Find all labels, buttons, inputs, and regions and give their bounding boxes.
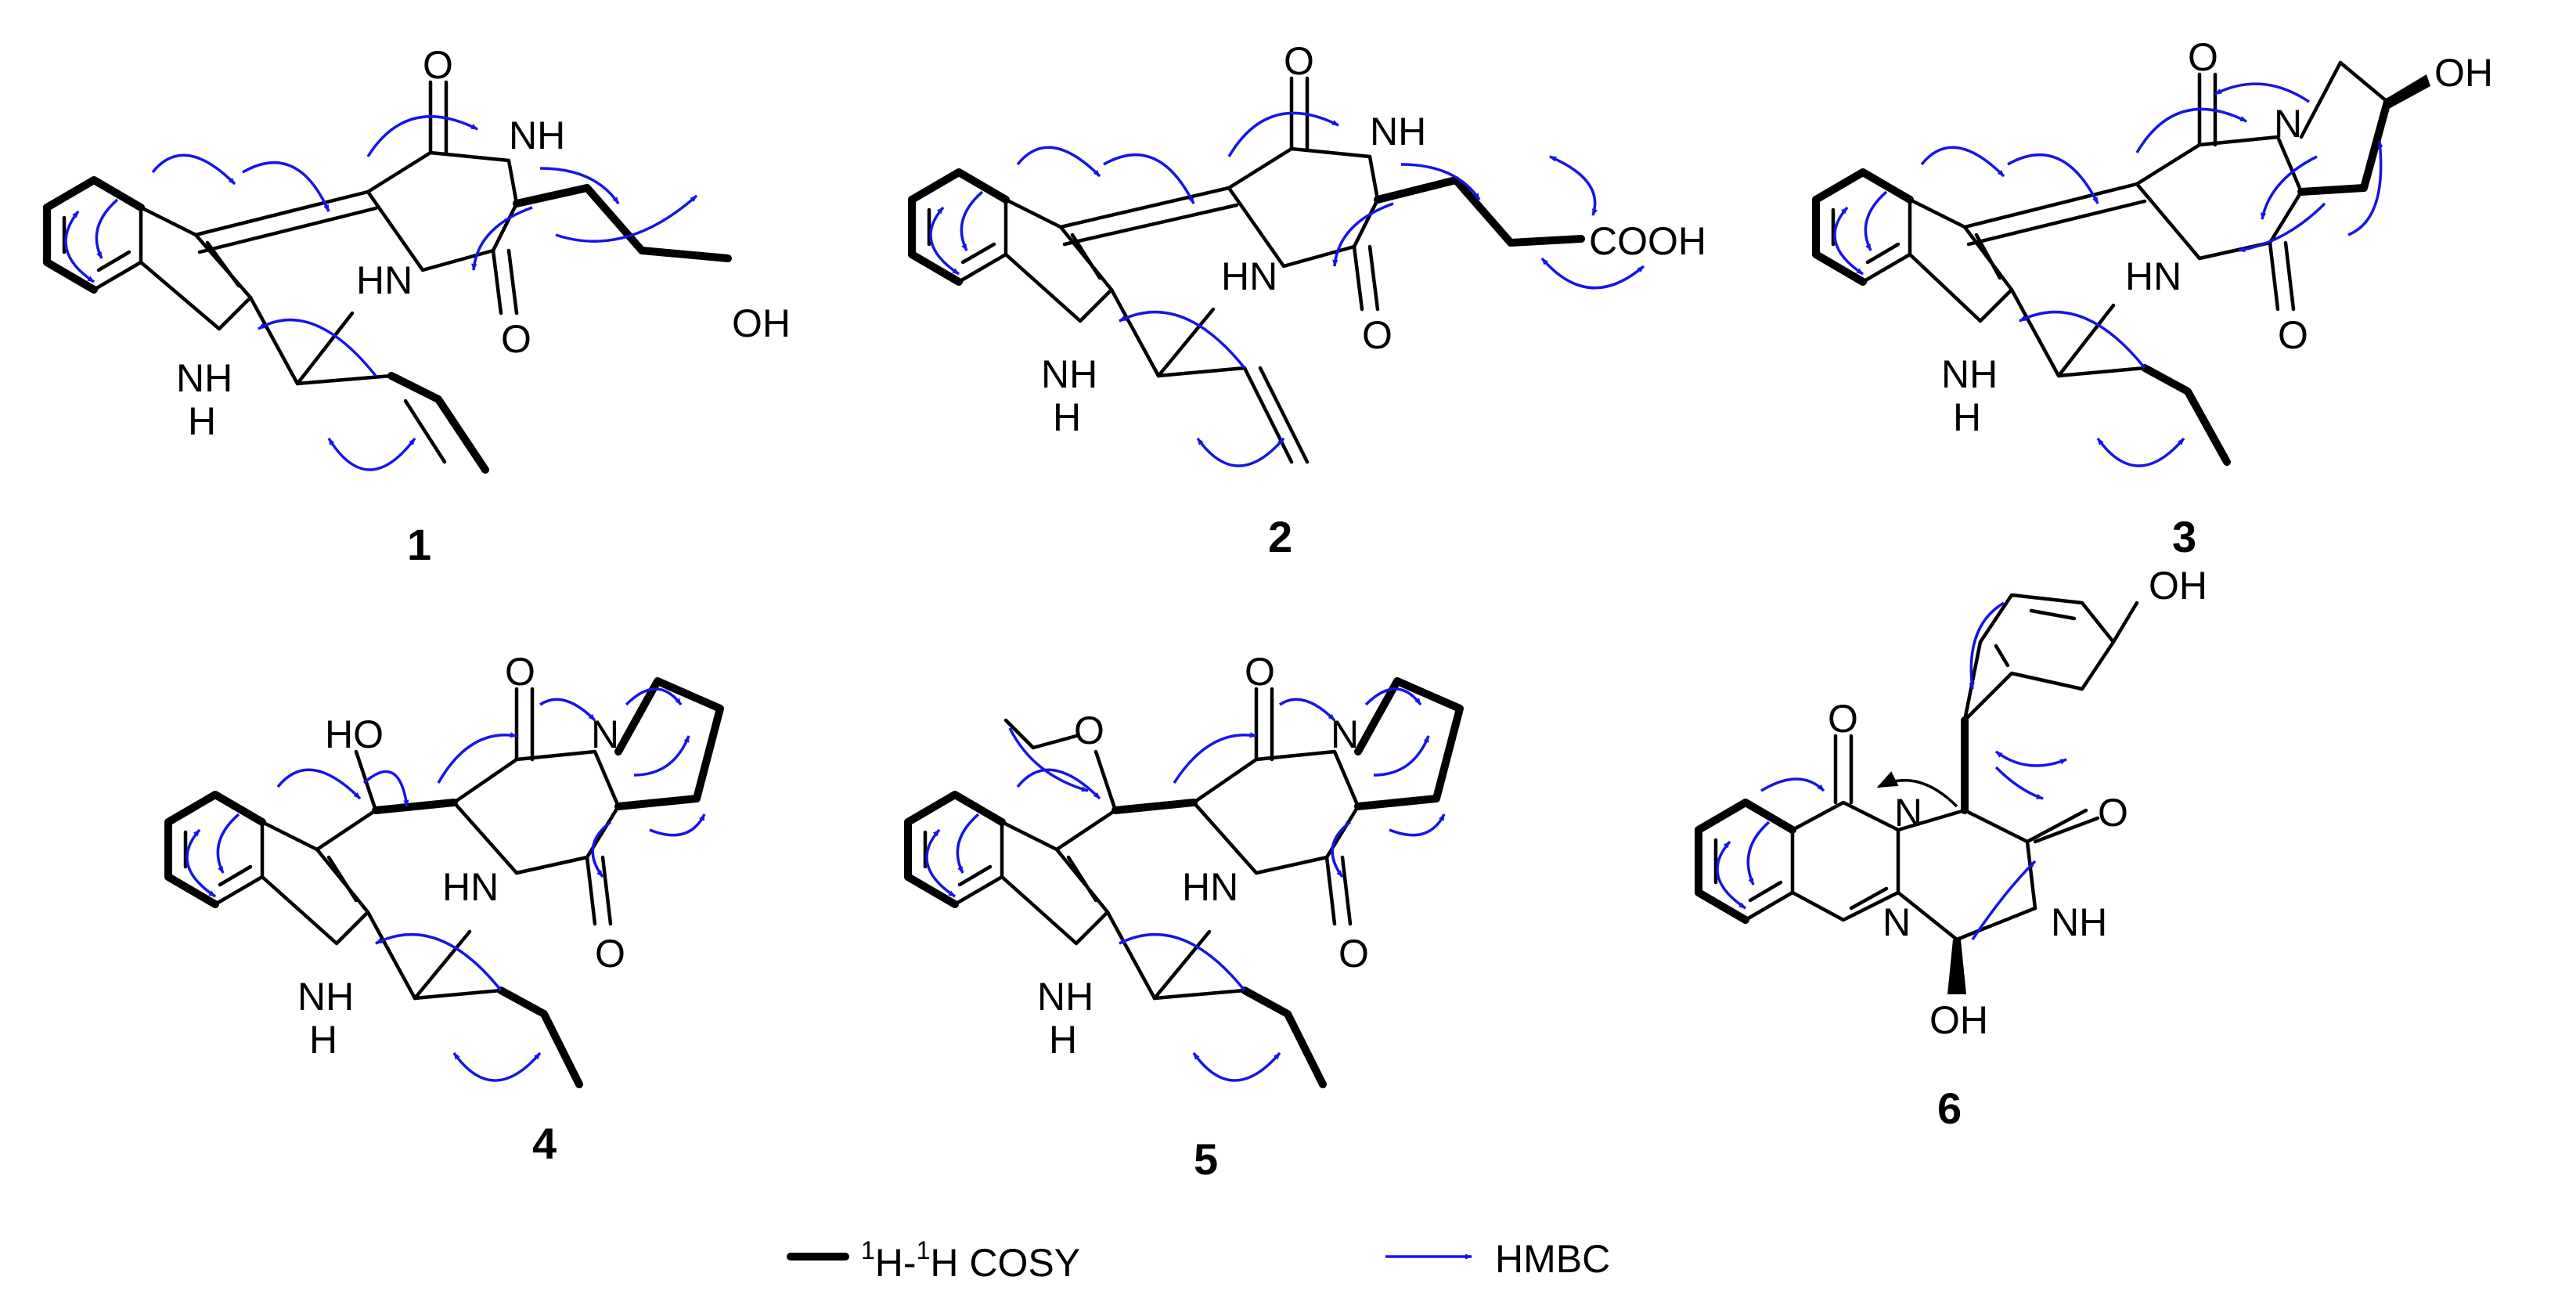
svg-text:H: H xyxy=(1049,1018,1077,1062)
svg-text:O: O xyxy=(1828,697,1858,741)
compound-5-bonds xyxy=(904,677,1464,1088)
svg-text:O: O xyxy=(1245,650,1275,694)
svg-text:OH: OH xyxy=(2149,564,2207,608)
compound-number: 6 xyxy=(1937,1084,1962,1133)
svg-text:HO: HO xyxy=(325,712,384,756)
svg-text:O: O xyxy=(2188,35,2218,79)
compound-3: O N OH HN O NH H 3 xyxy=(1812,35,2493,561)
svg-text:COOH: COOH xyxy=(1589,219,1706,263)
svg-text:HN: HN xyxy=(2125,254,2181,298)
svg-text:N: N xyxy=(1331,712,1359,756)
svg-text:O: O xyxy=(1074,709,1104,752)
svg-text:O: O xyxy=(505,650,535,694)
legend-cosy-label: 1H-1H COSY xyxy=(861,1236,1080,1285)
svg-text:O: O xyxy=(501,317,531,361)
compound-5-hmbc xyxy=(925,687,1446,1082)
compound-2-atom-labels: O NH HN O COOH NH H xyxy=(1041,39,1706,439)
svg-text:NH: NH xyxy=(297,975,354,1019)
svg-text:N: N xyxy=(1894,791,1922,835)
compound-3-hmbc xyxy=(1833,82,2383,467)
compound-2-bonds xyxy=(908,76,1585,464)
legend-hmbc-label: HMBC xyxy=(1495,1237,1610,1281)
svg-text:O: O xyxy=(1284,39,1314,83)
svg-text:NH: NH xyxy=(1370,110,1426,153)
svg-text:O: O xyxy=(595,932,625,976)
svg-text:O: O xyxy=(2098,791,2128,835)
compound-number: 3 xyxy=(2172,512,2196,561)
compound-4: HO O N HN O NH H 4 xyxy=(164,650,724,1168)
compound-4-bonds xyxy=(164,677,724,1088)
svg-text:HN: HN xyxy=(442,865,499,909)
svg-text:O: O xyxy=(1362,313,1392,357)
svg-text:HN: HN xyxy=(1221,254,1277,298)
compound-3-bonds xyxy=(1812,60,2430,466)
compound-2: O NH HN O COOH NH H 2 xyxy=(908,39,1706,561)
compound-number: 1 xyxy=(407,520,431,569)
svg-text:HN: HN xyxy=(356,258,413,302)
compound-5: O O N HN O NH H 5 xyxy=(904,650,1464,1184)
svg-text:OH: OH xyxy=(732,301,791,345)
svg-text:NH: NH xyxy=(2051,900,2107,944)
compound-1-hmbc xyxy=(64,115,698,471)
compound-2-hmbc xyxy=(929,111,1645,467)
compound-1-bonds xyxy=(43,80,732,474)
svg-text:O: O xyxy=(423,43,453,87)
svg-text:NH: NH xyxy=(1041,352,1097,396)
svg-text:H: H xyxy=(1953,395,1981,439)
svg-text:N: N xyxy=(2274,102,2302,146)
compound-6-atom-labels: OH O O N N NH OH xyxy=(1828,564,2207,1042)
svg-text:H: H xyxy=(188,399,216,443)
svg-text:O: O xyxy=(1338,932,1369,976)
svg-text:NH: NH xyxy=(509,114,565,157)
compound-4-atom-labels: HO O N HN O NH H xyxy=(297,650,625,1062)
compound-6-hmbc xyxy=(1716,601,2067,940)
svg-text:N: N xyxy=(1882,900,1911,944)
svg-text:O: O xyxy=(2278,313,2308,357)
svg-text:NH: NH xyxy=(176,356,232,400)
svg-text:NH: NH xyxy=(1037,975,1093,1019)
svg-text:OH: OH xyxy=(1929,998,1988,1042)
compound-6: OH O O N N NH OH 6 xyxy=(1695,564,2207,1133)
svg-text:H: H xyxy=(1053,395,1081,439)
svg-text:H: H xyxy=(309,1018,337,1062)
svg-text:NH: NH xyxy=(1941,352,1998,396)
compound-number: 2 xyxy=(1268,512,1292,561)
compound-number: 5 xyxy=(1194,1134,1218,1184)
compound-6-bonds xyxy=(1695,593,2139,994)
compound-5-atom-labels: O O N HN O NH H xyxy=(1037,650,1369,1062)
legend: 1H-1H COSY HMBC xyxy=(787,1236,1610,1285)
compound-1-atom-labels: O NH HN O OH NH H xyxy=(176,43,791,443)
compound-1: O NH HN O OH NH H 1 xyxy=(43,43,791,569)
svg-text:OH: OH xyxy=(2434,51,2493,95)
svg-text:N: N xyxy=(591,712,619,756)
compound-4-hmbc xyxy=(186,687,706,1082)
compound-number: 4 xyxy=(532,1119,557,1168)
svg-text:HN: HN xyxy=(1182,865,1238,909)
compound-3-atom-labels: O N OH HN O NH H xyxy=(1941,35,2493,439)
